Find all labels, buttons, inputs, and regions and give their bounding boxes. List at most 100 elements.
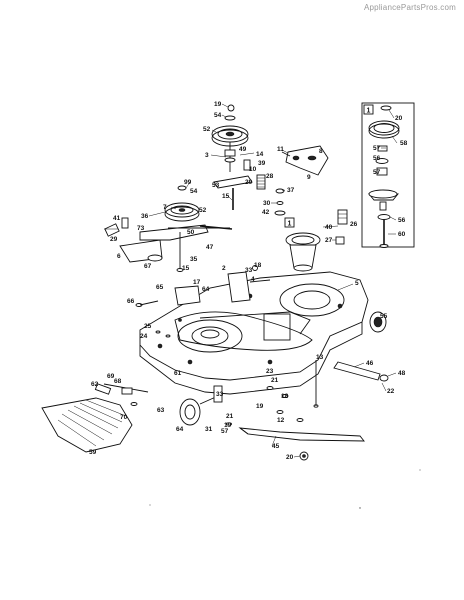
callout-63: 63 — [157, 407, 165, 414]
callout-8: 8 — [319, 148, 323, 155]
rear-right-roller — [369, 311, 387, 333]
callout-31-bottom: 57 — [221, 428, 229, 435]
callout-52-top: 52 — [203, 126, 211, 133]
callout-4: 4 — [251, 276, 255, 283]
callout-59: 58 — [400, 140, 408, 147]
belt-guide-bracket — [281, 145, 329, 176]
lift-arm — [333, 361, 389, 382]
front-hanger-brackets — [174, 265, 271, 306]
callout-29-left: 29 — [110, 236, 118, 243]
callout-66: 66 — [127, 298, 135, 305]
callout-73: 73 — [137, 225, 145, 232]
callout-3: 3 — [205, 152, 209, 159]
callout-30: 30 — [263, 200, 271, 207]
callout-5: 5 — [355, 280, 359, 287]
callout-19-top: 19 — [214, 101, 222, 108]
callout-57-lower: 56 — [398, 217, 406, 224]
callout-10: 10 — [249, 166, 257, 173]
left-hardware — [121, 217, 171, 338]
callout-45: 45 — [272, 443, 280, 450]
deck-box-label: 1 — [288, 221, 292, 228]
callout-2: 2 — [222, 265, 226, 272]
mower-blade — [238, 427, 365, 442]
callout-14: 14 — [256, 151, 264, 158]
callout-18-lower: 18 — [281, 393, 289, 400]
callout-67: 67 — [144, 263, 152, 270]
blade-adapter — [299, 451, 309, 461]
callout-99: 99 — [184, 179, 192, 186]
callout-17: 17 — [193, 279, 201, 286]
inset-box-label: 1 — [367, 108, 371, 115]
callout-37: 37 — [287, 187, 295, 194]
callout-39: 39 — [258, 160, 266, 167]
callout-54-left: 54 — [190, 188, 198, 195]
callout-12: 12 — [277, 417, 285, 424]
callout-40: 40 — [325, 224, 333, 231]
inset-pulley-assembly: 1 — [361, 102, 415, 248]
callout-69: 69 — [107, 373, 115, 380]
callout-33: 33 — [245, 267, 253, 274]
callout-55: 55 — [380, 313, 388, 320]
callout-64-lower: 64 — [176, 426, 184, 433]
chute-hinge-hardware — [94, 383, 149, 406]
callout-labels: 19 54 52 49 3 14 39 10 11 8 9 28 53 29 1… — [89, 101, 408, 461]
callout-19-lower: 19 — [256, 403, 264, 410]
callout-49: 49 — [239, 146, 247, 153]
left-idler-pulley — [104, 185, 233, 272]
callout-62: 62 — [91, 381, 99, 388]
callout-68: 68 — [114, 378, 122, 385]
callout-9: 9 — [307, 174, 311, 181]
callout-22: 22 — [387, 388, 395, 395]
callout-15-left: 15 — [182, 265, 190, 272]
callout-15-upper: 15 — [222, 193, 230, 200]
idler-pulley-top — [211, 104, 249, 172]
callout-64-upper: 64 — [202, 286, 210, 293]
callout-7: 7 — [163, 204, 167, 211]
gauge-wheel — [179, 385, 223, 426]
callout-11: 11 — [277, 146, 284, 153]
callout-53: 53 — [212, 182, 220, 189]
callout-23: 23 — [266, 368, 274, 375]
callout-19-bottom: 19 — [224, 422, 232, 429]
callout-24: 24 — [140, 333, 148, 340]
callout-42: 42 — [262, 209, 270, 216]
watermark-text: AppliancePartsPros.com — [364, 3, 456, 12]
callout-35: 35 — [190, 256, 198, 263]
callout-31: 31 — [205, 426, 213, 433]
callout-21-upper: 21 — [271, 377, 279, 384]
callout-27: 27 — [325, 237, 333, 244]
right-spindle-pulley: 1 — [284, 209, 348, 272]
callout-26: 26 — [350, 221, 358, 228]
callout-60: 59 — [89, 449, 97, 456]
callout-61: 61 — [174, 370, 182, 377]
callout-56-upper: 57 — [373, 169, 381, 176]
callout-47: 47 — [206, 244, 214, 251]
deck-bolts — [226, 360, 319, 426]
callout-65: 65 — [156, 284, 164, 291]
callout-21-lower: 21 — [226, 413, 234, 420]
callout-6: 6 — [117, 253, 121, 260]
callout-18-upper: 18 — [254, 262, 262, 269]
callout-57-upper: 56 — [373, 155, 381, 162]
callout-28: 28 — [266, 173, 274, 180]
callout-48: 48 — [398, 370, 406, 377]
callout-20-inset: 20 — [395, 115, 403, 122]
scan-specks — [149, 469, 421, 509]
callout-36: 36 — [141, 213, 149, 220]
callout-13: 13 — [316, 354, 324, 361]
callout-54-top: 54 — [214, 112, 222, 119]
center-hardware-stack — [274, 188, 286, 216]
discharge-chute — [41, 397, 133, 453]
leader-lines — [148, 103, 398, 458]
idler-bracket — [213, 159, 266, 210]
callout-33-lower: 33 — [216, 391, 224, 398]
callout-50: 50 — [187, 229, 195, 236]
callout-25: 25 — [144, 323, 152, 330]
callout-58: 57 — [373, 145, 381, 152]
callout-46: 46 — [366, 360, 374, 367]
callout-29-upper: 29 — [245, 179, 253, 186]
callout-20: 20 — [286, 454, 294, 461]
callout-52-left: 52 — [199, 207, 207, 214]
callout-41: 41 — [113, 215, 121, 222]
